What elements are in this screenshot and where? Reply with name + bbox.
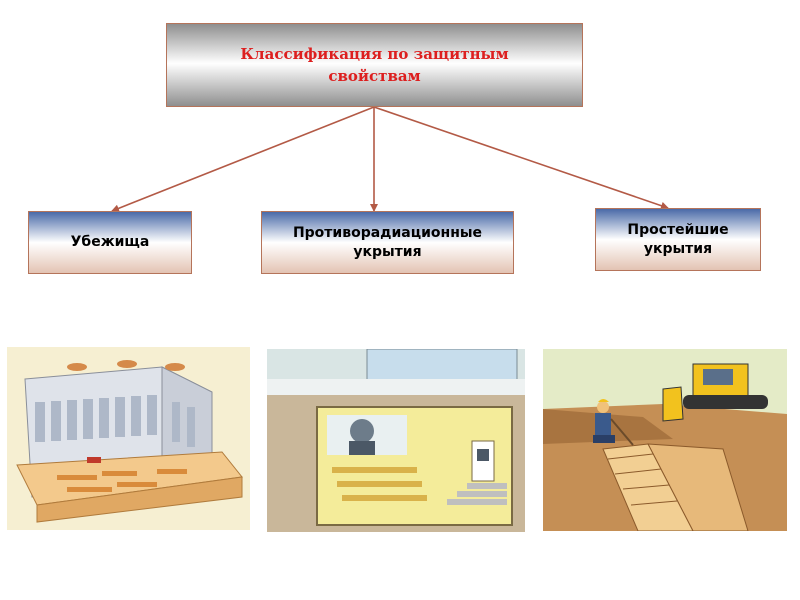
simple-shelter-illustration <box>543 349 787 531</box>
classification-title: Классификация по защитным свойствам <box>240 43 508 87</box>
category-label-shelters: Убежища <box>71 233 150 252</box>
category-box-anti-radiation-shelters: Противорадиационные укрытия <box>261 211 514 274</box>
anti-radiation-shelter-illustration <box>267 349 525 532</box>
arrow-to-shelters <box>112 107 374 211</box>
arrow-to-simple-shelters <box>374 107 668 208</box>
shelter-illustration <box>7 347 250 530</box>
category-label-anti-radiation-shelters: Противорадиационные укрытия <box>293 224 482 262</box>
classification-title-box: Классификация по защитным свойствам <box>166 23 583 107</box>
category-box-simple-shelters: Простейшие укрытия <box>595 208 761 271</box>
category-label-simple-shelters: Простейшие укрытия <box>627 221 728 259</box>
category-box-shelters: Убежища <box>28 211 192 274</box>
